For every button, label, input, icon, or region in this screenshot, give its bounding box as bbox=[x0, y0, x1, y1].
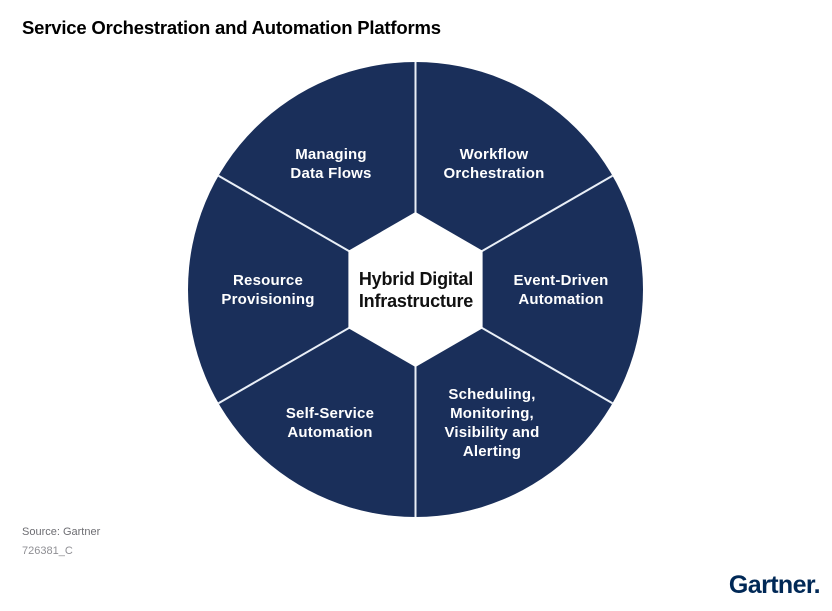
segment-label-managing-data-flows: Managing Data Flows bbox=[290, 146, 372, 182]
segment-label-resource-provisioning: Resource Provisioning bbox=[221, 272, 315, 308]
segment-label-scheduling-monitoring-visibility-alerting: Scheduling, Monitoring, Visibility and A… bbox=[444, 386, 540, 460]
page-title: Service Orchestration and Automation Pla… bbox=[22, 17, 441, 38]
source-attribution: Source: Gartner bbox=[22, 526, 101, 538]
gartner-logo: Gartner. bbox=[728, 571, 821, 599]
center-hexagon bbox=[348, 212, 483, 367]
segment-label-event-driven-automation: Event-Driven Automation bbox=[513, 272, 609, 308]
figure-id: 726381_C bbox=[22, 545, 73, 557]
segment-label-self-service-automation: Self-Service Automation bbox=[285, 405, 375, 441]
segment-label-workflow-orchestration: Workflow Orchestration bbox=[443, 146, 545, 182]
hexagon-center-label: Hybrid Digital Infrastructure bbox=[358, 269, 474, 311]
